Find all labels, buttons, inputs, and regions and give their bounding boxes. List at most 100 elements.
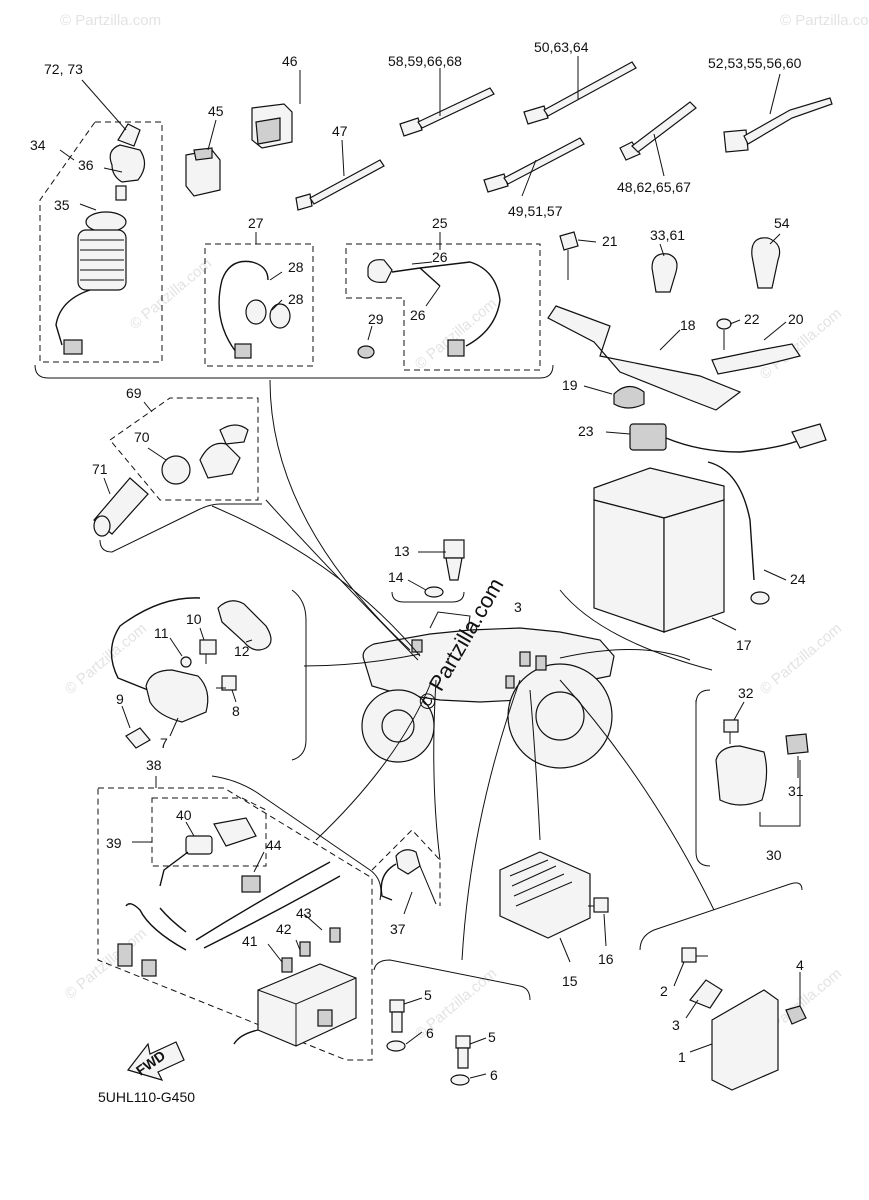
fuse-part-41 (281, 957, 293, 973)
callout-39: 39 (106, 835, 122, 851)
callout-33: 33,61 (650, 227, 685, 243)
callout-9: 9 (116, 691, 124, 707)
sub-harness-part (367, 259, 501, 357)
callout-72-73: 72, 73 (44, 61, 83, 77)
fuse-part-43 (329, 927, 341, 943)
callout-54: 54 (774, 215, 790, 231)
callout-70: 70 (134, 429, 150, 445)
callout-41: 41 (242, 933, 258, 949)
callout-14: 14 (388, 569, 404, 585)
main-switch-group-box (39, 121, 163, 363)
bracket-part-3 (689, 979, 723, 1009)
tube-part-9 (125, 727, 151, 749)
callout-1: 1 (678, 1049, 686, 1065)
callout-34: 34 (30, 137, 46, 153)
fuse-part-42 (299, 941, 311, 957)
callout-42: 42 (276, 921, 292, 937)
ignition-coil-part (145, 669, 209, 723)
watermark: © Partzilla.com (62, 620, 150, 698)
callout-17: 17 (736, 637, 752, 653)
watermark: © Partzilla.com (757, 620, 845, 698)
atv-illustration (361, 611, 615, 769)
socket-group-bracket (99, 503, 262, 553)
main-switch-part (55, 211, 127, 355)
callout-36: 36 (78, 157, 94, 173)
grommet-part-4 (785, 1005, 807, 1025)
callout-48: 48,62,65,67 (617, 179, 691, 195)
sensor-part-37 (380, 849, 437, 905)
callout-30: 30 (766, 847, 782, 863)
callout-26-lower: 26 (410, 307, 426, 323)
callout-12: 12 (234, 643, 250, 659)
watermark-layer: © Partzilla.com © Partzilla.com © Partzi… (60, 12, 869, 1043)
bolt-5-right (455, 1035, 471, 1069)
plug-cap-part (110, 597, 272, 691)
clamp-part-33 (651, 253, 678, 293)
cap-part-29 (357, 345, 375, 359)
bolt-21 (559, 231, 579, 280)
callout-15: 15 (562, 973, 578, 989)
callout-4: 4 (796, 957, 804, 973)
callout-3: 3 (672, 1017, 680, 1033)
screw-22 (716, 318, 732, 350)
callout-37: 37 (390, 921, 406, 937)
callout-40: 40 (176, 807, 192, 823)
callout-23: 23 (578, 423, 594, 439)
callout-49: 49,51,57 (508, 203, 563, 219)
band-52 (723, 97, 833, 153)
callout-45: 45 (208, 103, 224, 119)
cable-tie-58 (399, 87, 495, 137)
callout-5-left: 5 (424, 987, 432, 1003)
sensor-group-box-37 (371, 829, 441, 906)
clamp-tie-48 (619, 101, 697, 161)
key-part (109, 123, 146, 201)
damper-part-19 (613, 385, 645, 409)
cable-tie-47 (295, 159, 385, 211)
callout-25: 25 (432, 215, 448, 231)
bolt-32 (723, 719, 739, 744)
plate-part-20 (711, 343, 801, 375)
callout-21: 21 (602, 233, 618, 249)
callout-22: 22 (744, 311, 760, 327)
callout-8: 8 (232, 703, 240, 719)
battery-bracket-part (547, 305, 742, 411)
top-group-bracket (34, 364, 554, 379)
callout-19: 19 (562, 377, 578, 393)
watermark: © Partzilla.com (60, 12, 161, 29)
callout-7: 7 (160, 735, 168, 751)
bolt-16 (588, 897, 609, 913)
wire-lead-part-40 (159, 817, 257, 887)
callout-24: 24 (790, 571, 806, 587)
harness-subgroup-box-39 (151, 797, 267, 867)
callout-leaders (59, 56, 801, 1079)
rectifier-part (499, 851, 591, 939)
washer-part-14 (424, 586, 444, 598)
washer-6-right (450, 1074, 470, 1086)
callout-50: 50,63,64 (534, 39, 589, 55)
callout-16: 16 (598, 951, 614, 967)
callout-2: 2 (660, 983, 668, 999)
callout-6-left: 6 (426, 1025, 434, 1041)
harness-group-box-27 (204, 243, 314, 367)
callout-46: 46 (282, 53, 298, 69)
socket-group-box-69 (109, 397, 259, 501)
callout-28-upper: 28 (288, 259, 304, 275)
coupler-part-46 (251, 103, 293, 149)
watermark: © Partzilla.com (127, 255, 215, 333)
coupler-part-44 (241, 875, 261, 893)
callout-31: 31 (788, 783, 804, 799)
nut-part-70 (161, 455, 191, 485)
callout-43: 43 (296, 905, 312, 921)
watermark: © Partzilla.com (62, 925, 150, 1003)
watermark: © Partzilla.com (780, 12, 869, 29)
callout-71: 71 (92, 461, 108, 477)
callout-58: 58,59,66,68 (388, 53, 462, 69)
callout-47: 47 (332, 123, 348, 139)
callout-69: 69 (126, 385, 142, 401)
bolt-10 (199, 639, 217, 664)
ecu-part (711, 989, 779, 1091)
watermark: © Partzilla.com (412, 965, 500, 1043)
bolts-group-bracket (373, 959, 531, 1001)
callout-18: 18 (680, 317, 696, 333)
